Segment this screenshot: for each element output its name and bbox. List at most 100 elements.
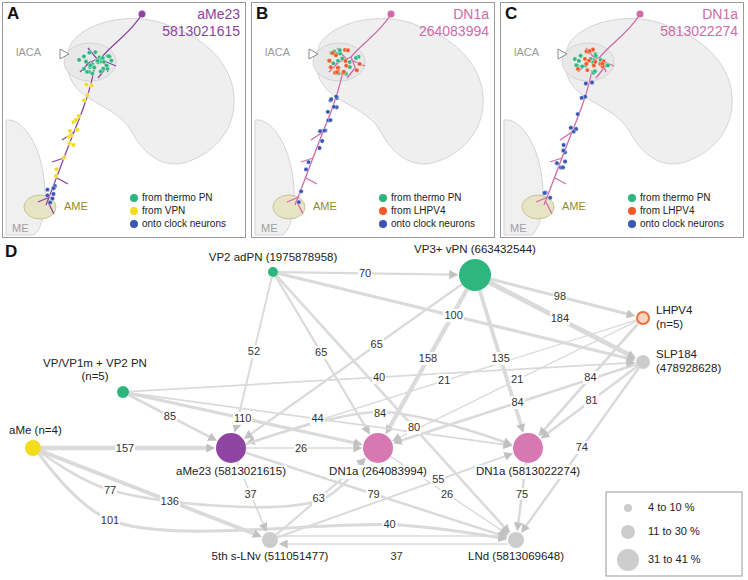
- synapse-dot: [104, 63, 108, 67]
- synapse-dot: [580, 64, 584, 68]
- synapse-count: 65: [370, 338, 384, 351]
- node-circle: [508, 532, 524, 548]
- connector-arrow: [389, 289, 467, 429]
- synapse-count: 110: [233, 412, 253, 425]
- synapse-dot: [82, 54, 86, 58]
- synapse-dot: [563, 159, 567, 163]
- synapse-dot: [54, 174, 58, 178]
- node-label: VP2 adPN (1975878958): [208, 251, 339, 265]
- synapse-dot: [318, 129, 322, 133]
- synapse-dot: [322, 128, 326, 132]
- synapse-dot: [299, 189, 303, 193]
- size-legend-circle: [621, 525, 635, 539]
- node-circle-shape: [636, 355, 650, 369]
- connector-arrow: [546, 366, 638, 435]
- synapse-dot: [561, 143, 565, 147]
- synapse-dot: [555, 161, 559, 165]
- synapse-dot: [68, 129, 72, 133]
- panel-letter: D: [5, 242, 17, 262]
- node-circle-shape: [637, 312, 649, 324]
- synapse-dot: [67, 141, 71, 145]
- synapse-dot: [576, 67, 580, 71]
- synapse-dot: [304, 167, 308, 171]
- synapse-dot: [69, 133, 73, 137]
- synapse-count: 40: [382, 518, 396, 531]
- synapse-dot: [45, 187, 49, 191]
- node-circle: [117, 386, 129, 398]
- legend-text: 31 to 41 %: [648, 553, 701, 565]
- legend-text: from thermo PN: [391, 192, 462, 203]
- synapse-count: 184: [550, 312, 570, 325]
- synapse-dot: [574, 127, 578, 131]
- synapse-dot: [577, 59, 581, 63]
- synapse-count: 21: [437, 374, 451, 387]
- synapse-dot: [593, 69, 597, 73]
- neuron-node: LNd (5813069648): [508, 532, 524, 548]
- synapse-dot: [85, 93, 89, 97]
- synapse-dot: [584, 62, 588, 66]
- synapse-dot: [548, 196, 552, 200]
- synapse-dot: [331, 51, 335, 55]
- synapse-count: 80: [407, 421, 421, 434]
- legend-item: 31 to 41 %: [648, 553, 701, 565]
- node-circle: [363, 433, 393, 463]
- synapse-dot: [346, 48, 350, 52]
- region-label: ME: [12, 222, 29, 235]
- synapse-dot: [606, 63, 610, 67]
- synapse-dot: [51, 192, 55, 196]
- synapse-dot: [594, 54, 598, 58]
- synapse-dot: [569, 125, 573, 129]
- synapse-count: 70: [358, 267, 372, 280]
- synapse-dot: [329, 65, 333, 69]
- legend-text: from thermo PN: [142, 192, 213, 203]
- panel-illustration: [501, 3, 744, 238]
- synapse-dot: [578, 54, 582, 58]
- legend-item: from LHPV4: [628, 205, 694, 216]
- node-circle: [25, 440, 41, 456]
- synapse-count: 84: [583, 371, 597, 384]
- connector-arrow: [129, 393, 357, 443]
- synapse-dot: [593, 60, 597, 64]
- connector-arrow: [40, 452, 362, 507]
- node-label: SLP184 (478928628): [655, 348, 729, 375]
- synapse-dot: [334, 94, 338, 98]
- synapse-dot: [95, 59, 99, 63]
- synapse-dot: [335, 70, 339, 74]
- synapse-dot: [84, 82, 88, 86]
- legend-text: onto clock neurons: [640, 218, 724, 229]
- synapse-dot: [338, 48, 342, 52]
- synapse-dot: [77, 114, 81, 118]
- synapse-dot: [576, 112, 580, 116]
- legend-item: 11 to 30 %: [648, 525, 700, 537]
- synapse-dots: [45, 47, 610, 205]
- synapse-dot: [579, 96, 583, 100]
- node-label: VP/VP1m + VP2 PN (n=5): [37, 357, 153, 384]
- neuron-node: 5th s-LNv (511051477): [262, 532, 278, 548]
- synapse-count: 40: [372, 371, 386, 384]
- panel-illustration: [3, 3, 246, 238]
- synapse-dot: [297, 200, 301, 204]
- synapse-count: 135: [490, 352, 510, 365]
- node-circle-shape: [216, 433, 246, 463]
- node-circle: [262, 532, 278, 548]
- synapse-count: 21: [510, 373, 524, 386]
- synapse-count: 75: [515, 488, 529, 501]
- node-label: DN1a (5813022274): [475, 465, 581, 479]
- panel-illustration: [252, 3, 495, 238]
- synapse-dot: [109, 58, 113, 62]
- synapse-count: 85: [163, 410, 177, 423]
- synapse-count: 98: [553, 290, 567, 303]
- connector-arrow: [278, 273, 630, 359]
- legend-item: onto clock neurons: [379, 218, 475, 229]
- node-circle: [216, 433, 246, 463]
- synapse-dot: [328, 118, 332, 122]
- synapse-count: 65: [314, 346, 328, 359]
- synapse-count: 37: [243, 488, 257, 501]
- node-label: DN1a (264083994): [328, 465, 428, 479]
- synapse-dot: [600, 61, 604, 65]
- synapse-count: 157: [115, 442, 135, 455]
- synapse-dot: [317, 146, 321, 150]
- synapse-dot: [332, 105, 336, 109]
